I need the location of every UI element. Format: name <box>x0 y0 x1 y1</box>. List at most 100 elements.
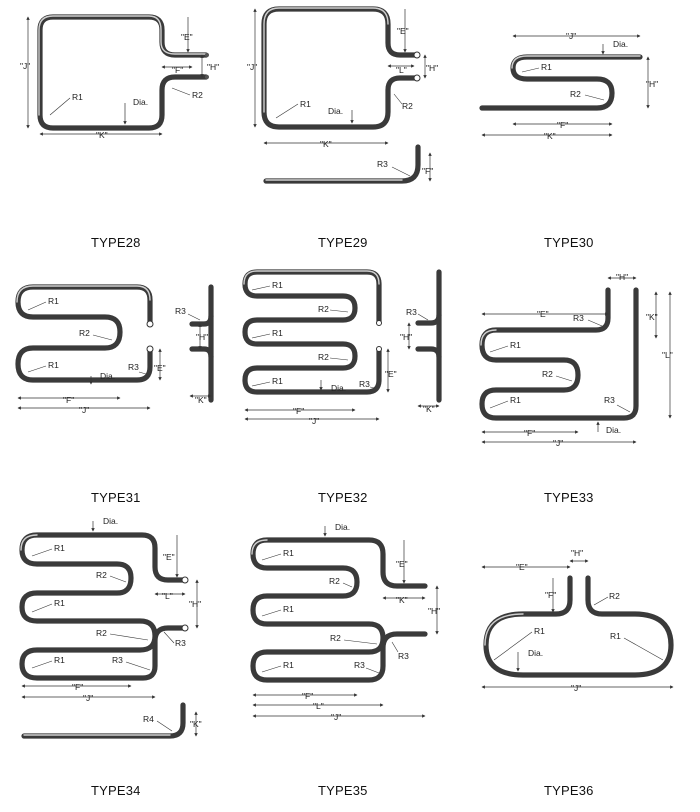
type36-h-label: "H" <box>571 548 583 558</box>
type30-diagram: "J" "H" "F" "K" Dia. R1 R2 <box>479 31 658 141</box>
type28-r2-label: R2 <box>192 90 203 100</box>
type33-diagram: "H" "E" "K" "L" R3 R1 R2 R1 R3 Dia. "F" … <box>479 272 673 448</box>
type36-r2-label: R2 <box>609 591 620 601</box>
type30-k-label: "K" <box>544 131 556 141</box>
type34-caption: TYPE34 <box>91 783 141 798</box>
type33-r1-a-label: R1 <box>510 340 521 350</box>
type36-diagram: "H" "E" "F" R2 R1 R1 Dia. "J" <box>481 548 674 693</box>
type35-e-label: "E" <box>396 559 408 569</box>
type32-k-label: "K" <box>423 404 435 414</box>
type35-f-label: "F" <box>302 691 313 701</box>
type36-dia-label: Dia. <box>528 648 543 658</box>
type35-r2-a-label: R2 <box>329 576 340 586</box>
type35-diagram: Dia. "E" "K" "H" R1 R2 R1 R2 R3 R1 R3 "F… <box>250 522 440 722</box>
type35-r1-b-label: R1 <box>283 604 294 614</box>
type29-r3-label: R3 <box>377 159 388 169</box>
type28-k-label: "K" <box>96 130 108 140</box>
type30-j-label: "J" <box>566 31 576 41</box>
type32-r2-b-label: R2 <box>318 352 329 362</box>
type29-f-label: "F" <box>422 166 433 176</box>
type31-r3-label: R3 <box>128 362 139 372</box>
type31-r2-label: R2 <box>79 328 90 338</box>
type28-f-label: "F" <box>172 65 183 75</box>
type31-side-r3-label: R3 <box>175 306 186 316</box>
type36-caption: TYPE36 <box>544 783 594 798</box>
type35-r3-right-label: R3 <box>398 651 409 661</box>
type32-tube <box>242 269 382 395</box>
type36-e-label: "E" <box>516 562 528 572</box>
type34-j-label: "J" <box>83 693 93 703</box>
type29-j-label: "J" <box>247 62 257 72</box>
type30-caption: TYPE30 <box>544 235 594 250</box>
type30-tube <box>479 54 643 111</box>
type29-r2-label: R2 <box>402 101 413 111</box>
type33-k-label: "K" <box>646 312 658 322</box>
type33-e-label: "E" <box>537 309 549 319</box>
type32-side-r3-label: R3 <box>406 307 417 317</box>
type30-h-label: "H" <box>646 79 658 89</box>
type35-caption: TYPE35 <box>318 783 368 798</box>
type34-r1-c-label: R1 <box>54 655 65 665</box>
type32-r2-a-label: R2 <box>318 304 329 314</box>
type33-caption: TYPE33 <box>544 490 594 505</box>
type34-h-label: "H" <box>189 599 201 609</box>
type32-r1-a-label: R1 <box>272 280 283 290</box>
type30-f-label: "F" <box>557 120 568 130</box>
type35-l-label: "L" <box>313 701 324 711</box>
type33-r3-bottom-label: R3 <box>604 395 615 405</box>
type35-r1-a-label: R1 <box>283 548 294 558</box>
type31-r1-bottom-label: R1 <box>48 360 59 370</box>
type32-dia-label: Dia. <box>331 383 346 393</box>
type35-dia-label: Dia. <box>335 522 350 532</box>
type29-diagram: "J" "K" "E" "L" "H" R1 Dia. R2 R3 "F" <box>247 6 438 184</box>
type31-f-label: "F" <box>63 395 74 405</box>
type32-r3-label: R3 <box>359 379 370 389</box>
type33-r3-top-label: R3 <box>573 313 584 323</box>
type31-j-label: "J" <box>79 405 89 415</box>
type33-dia-label: Dia. <box>606 425 621 435</box>
type32-r1-b-label: R1 <box>272 328 283 338</box>
type31-r1-top-label: R1 <box>48 296 59 306</box>
type34-e-label: "E" <box>163 552 175 562</box>
type33-l-label: "L" <box>662 350 673 360</box>
type31-k-label: "K" <box>195 395 207 405</box>
type28-tube <box>37 14 209 131</box>
type34-r3-bottom-label: R3 <box>112 655 123 665</box>
type35-h-label: "H" <box>428 606 440 616</box>
type34-r2-b-label: R2 <box>96 628 107 638</box>
type32-j-label: "J" <box>309 416 319 426</box>
type28-h-label: "H" <box>207 62 219 72</box>
type33-j-label: "J" <box>553 438 563 448</box>
type29-h-label: "H" <box>426 63 438 73</box>
type35-r1-c-label: R1 <box>283 660 294 670</box>
type34-l-label: "L" <box>162 591 173 601</box>
type28-j-label: "J" <box>20 61 30 71</box>
type29-e-label: "E" <box>397 26 409 36</box>
type31-dia-label: Dia. <box>100 371 115 381</box>
type36-j-label: "J" <box>571 683 581 693</box>
type28-dia-label: Dia. <box>133 97 148 107</box>
type32-e-label: "E" <box>385 369 397 379</box>
type31-caption: TYPE31 <box>91 490 141 505</box>
type29-l-label: "L" <box>396 65 407 75</box>
type30-r2-label: R2 <box>570 89 581 99</box>
type32-caption: TYPE32 <box>318 490 368 505</box>
type30-r1-label: R1 <box>541 62 552 72</box>
type31-e-label: "E" <box>154 363 166 373</box>
type33-f-label: "F" <box>524 428 535 438</box>
type34-r1-a-label: R1 <box>54 543 65 553</box>
type36-f-label: "F" <box>545 590 556 600</box>
type34-r3-right-label: R3 <box>175 638 186 648</box>
type31-tube <box>15 284 153 383</box>
type35-j-label: "J" <box>331 712 341 722</box>
type35-r2-b-label: R2 <box>330 633 341 643</box>
type34-side-view-tube <box>21 702 186 739</box>
type34-r4-label: R4 <box>143 714 154 724</box>
type34-diagram: Dia. "E" "L" "H" R1 R2 R1 R2 R3 R1 R3 "F… <box>19 516 202 739</box>
type31-h-label: "H" <box>196 332 208 342</box>
type29-side-view-tube <box>263 144 421 184</box>
type36-tube <box>483 575 674 678</box>
type29-k-label: "K" <box>320 139 332 149</box>
type28-caption: TYPE28 <box>91 235 141 250</box>
